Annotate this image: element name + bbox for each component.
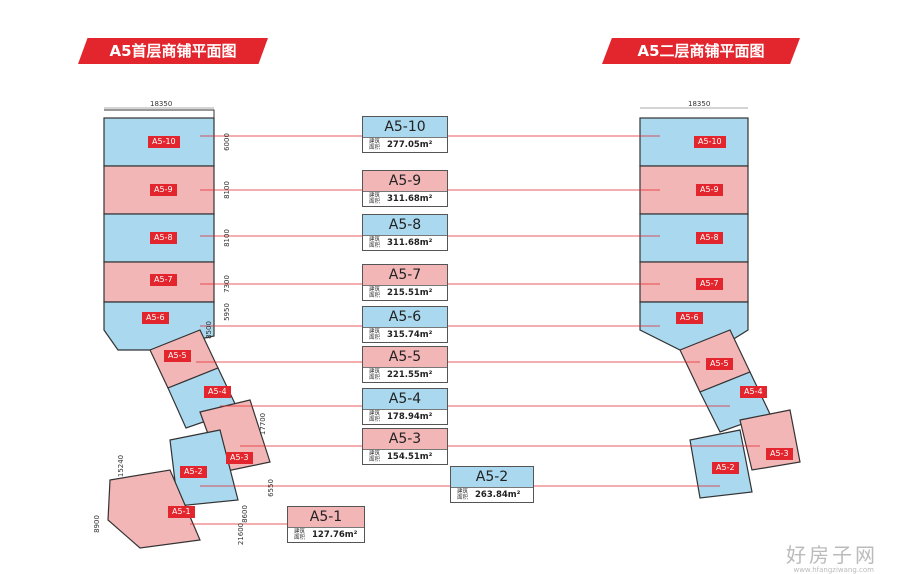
right-tag-a5-6: A5-6 xyxy=(676,312,703,324)
dim-side-8: 15240 xyxy=(117,454,126,478)
dim-side-4: 7300 xyxy=(222,275,231,293)
card-a5-4: A5-4 建筑面积 178.94m² xyxy=(362,388,448,425)
left-plan xyxy=(103,107,271,549)
card-a5-6-sub: 建筑面积 xyxy=(369,329,381,341)
dim-side-6: 8500 xyxy=(204,321,213,339)
card-a5-7-sub: 建筑面积 xyxy=(369,287,381,299)
watermark-text: 好房子网 xyxy=(786,543,878,567)
card-a5-6-area: 315.74m² xyxy=(387,330,433,340)
left-tag-a5-6: A5-6 xyxy=(142,312,169,324)
title-banner-right: A5二层商铺平面图 xyxy=(602,38,800,64)
card-a5-10-area: 277.05m² xyxy=(387,140,433,150)
card-a5-2-sub: 建筑面积 xyxy=(457,489,469,501)
left-tag-a5-10: A5-10 xyxy=(148,136,180,148)
title-banner-left: A5首层商铺平面图 xyxy=(78,38,268,64)
card-a5-5-area: 221.55m² xyxy=(387,370,433,380)
card-a5-2-area: 263.84m² xyxy=(475,490,521,500)
card-a5-6-title: A5-6 xyxy=(363,307,447,327)
card-a5-3-sub: 建筑面积 xyxy=(369,451,381,463)
right-tag-a5-10: A5-10 xyxy=(694,136,726,148)
card-a5-4-sub: 建筑面积 xyxy=(369,411,381,423)
card-a5-1-area: 127.76m² xyxy=(312,530,358,540)
card-a5-7-area: 215.51m² xyxy=(387,288,433,298)
card-a5-9-sub: 建筑面积 xyxy=(369,193,381,205)
card-a5-6: A5-6 建筑面积 315.74m² xyxy=(362,306,448,343)
dim-side-2: 8100 xyxy=(222,181,231,199)
right-plan xyxy=(639,107,801,499)
card-a5-7-title: A5-7 xyxy=(363,265,447,285)
card-a5-8-sub: 建筑面积 xyxy=(369,237,381,249)
dim-top-right: 18350 xyxy=(688,100,711,108)
right-tag-a5-7: A5-7 xyxy=(696,278,723,290)
leader-lines xyxy=(190,135,760,525)
card-a5-8-area: 311.68m² xyxy=(387,238,433,248)
dim-side-5: 5950 xyxy=(222,303,231,321)
card-a5-4-area: 178.94m² xyxy=(387,412,433,422)
right-tag-a5-8: A5-8 xyxy=(696,232,723,244)
dim-side-10: 6550 xyxy=(266,479,275,497)
dim-side-9: 8900 xyxy=(92,515,101,533)
right-tag-a5-2: A5-2 xyxy=(712,462,739,474)
left-tag-a5-5: A5-5 xyxy=(164,350,191,362)
card-a5-4-title: A5-4 xyxy=(363,389,447,409)
card-a5-10-sub: 建筑面积 xyxy=(369,139,381,151)
card-a5-10-title: A5-10 xyxy=(363,117,447,137)
left-tag-a5-3: A5-3 xyxy=(226,452,253,464)
dim-top-left: 18350 xyxy=(150,100,173,108)
card-a5-9-title: A5-9 xyxy=(363,171,447,191)
dim-side-3: 8100 xyxy=(222,229,231,247)
card-a5-3: A5-3 建筑面积 154.51m² xyxy=(362,428,448,465)
dim-side-11: 21600 xyxy=(237,522,246,546)
right-tag-a5-3: A5-3 xyxy=(766,448,793,460)
card-a5-8: A5-8 建筑面积 311.68m² xyxy=(362,214,448,251)
dim-side-7: 17700 xyxy=(259,412,268,436)
left-tag-a5-8: A5-8 xyxy=(150,232,177,244)
card-a5-3-title: A5-3 xyxy=(363,429,447,449)
left-tag-a5-9: A5-9 xyxy=(150,184,177,196)
card-a5-1: A5-1 建筑面积 127.76m² xyxy=(287,506,365,543)
card-a5-3-area: 154.51m² xyxy=(387,452,433,462)
card-a5-5-sub: 建筑面积 xyxy=(369,369,381,381)
left-tag-a5-1: A5-1 xyxy=(168,506,195,518)
card-a5-1-sub: 建筑面积 xyxy=(294,529,306,541)
card-a5-9: A5-9 建筑面积 311.68m² xyxy=(362,170,448,207)
left-tag-a5-2: A5-2 xyxy=(180,466,207,478)
card-a5-8-title: A5-8 xyxy=(363,215,447,235)
left-tag-a5-7: A5-7 xyxy=(150,274,177,286)
left-tag-a5-4: A5-4 xyxy=(204,386,231,398)
right-tag-a5-4: A5-4 xyxy=(740,386,767,398)
right-tag-a5-9: A5-9 xyxy=(696,184,723,196)
card-a5-2: A5-2 建筑面积 263.84m² xyxy=(450,466,534,503)
watermark-url: www.hfangziwang.com xyxy=(793,566,874,574)
card-a5-5: A5-5 建筑面积 221.55m² xyxy=(362,346,448,383)
dim-side-1: 6000 xyxy=(222,133,231,151)
card-a5-10: A5-10 建筑面积 277.05m² xyxy=(362,116,448,153)
card-a5-9-area: 311.68m² xyxy=(387,194,433,204)
card-a5-1-title: A5-1 xyxy=(288,507,364,527)
card-a5-7: A5-7 建筑面积 215.51m² xyxy=(362,264,448,301)
card-a5-5-title: A5-5 xyxy=(363,347,447,367)
card-a5-2-title: A5-2 xyxy=(451,467,533,487)
dim-side-12: 8600 xyxy=(240,505,249,523)
right-tag-a5-5: A5-5 xyxy=(706,358,733,370)
